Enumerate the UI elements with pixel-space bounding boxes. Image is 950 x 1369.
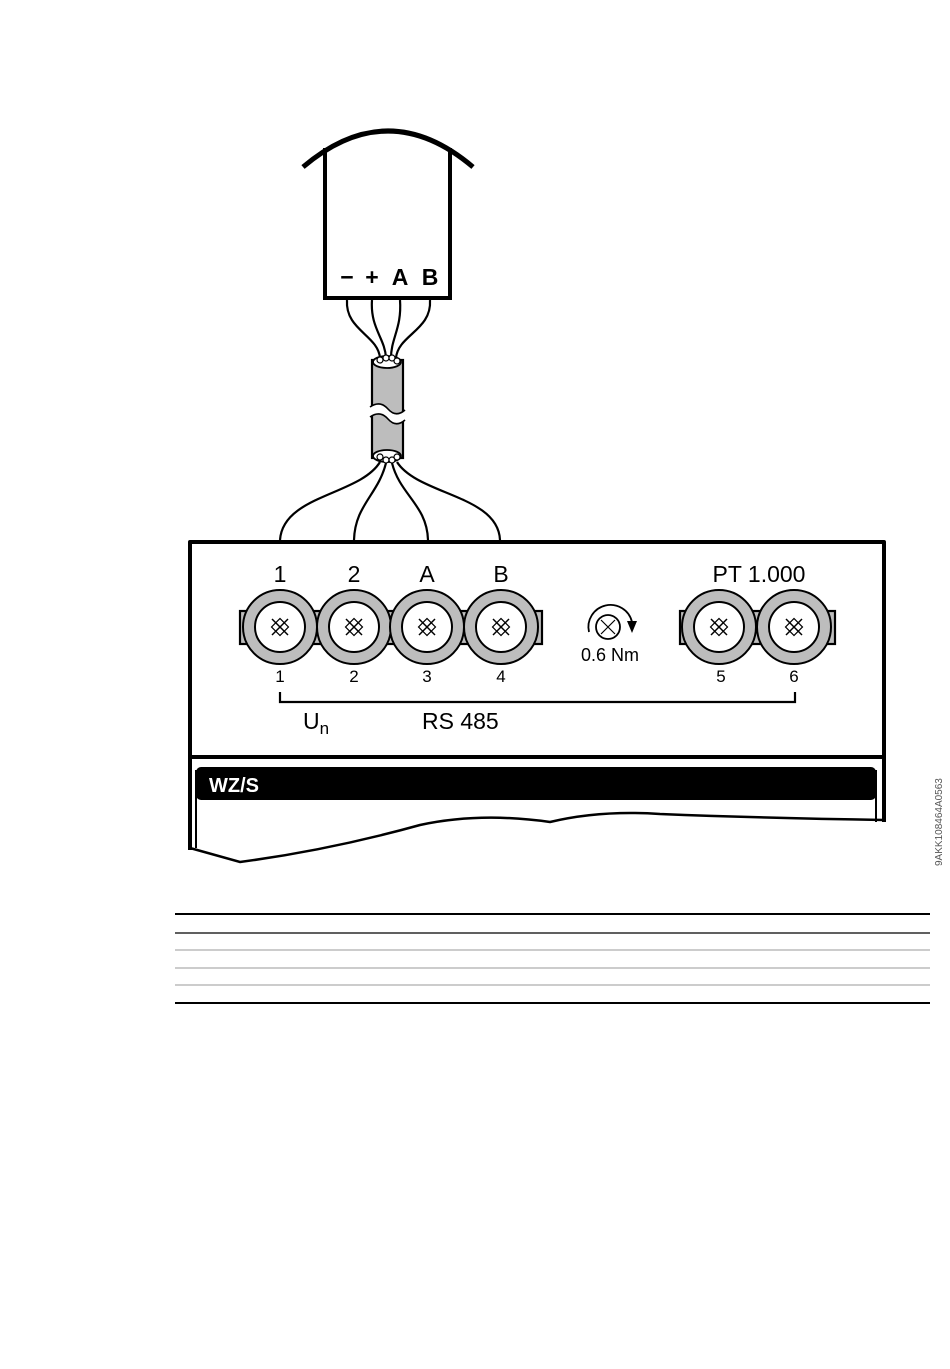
terminal-number-5: 5	[716, 667, 725, 686]
terminal-label-2: 2	[348, 561, 361, 587]
sensor-terminal-b: B	[422, 264, 439, 290]
screw-terminal-3[interactable]	[390, 590, 464, 664]
terminal-label-a: A	[419, 561, 435, 587]
sensor-terminal-plus: +	[365, 264, 378, 290]
terminal-label-1: 1	[274, 561, 287, 587]
doc-id: 9AKK108464A0563	[934, 778, 945, 866]
empty-table	[175, 914, 930, 1003]
terminal-number-4: 4	[496, 667, 505, 686]
sensor-terminal-a: A	[392, 264, 409, 290]
screw-terminal-5[interactable]	[682, 590, 756, 664]
terminal-number-6: 6	[789, 667, 798, 686]
nameplate-label: WZ/S	[209, 775, 259, 797]
cable	[370, 355, 405, 463]
screw-terminal-2[interactable]	[317, 590, 391, 664]
terminal-label-b: B	[493, 561, 508, 587]
screw-terminal-6[interactable]	[757, 590, 831, 664]
terminal-number-2: 2	[349, 667, 358, 686]
terminal-number-1: 1	[275, 667, 284, 686]
sensor-housing: − + A B	[303, 131, 473, 298]
pt-label: PT 1.000	[713, 561, 806, 587]
torque-label: 0.6 Nm	[581, 645, 639, 665]
sensor-terminal-minus: −	[340, 264, 353, 290]
screw-terminal-4[interactable]	[464, 590, 538, 664]
terminal-number-3: 3	[422, 667, 431, 686]
rs485-label: RS 485	[422, 708, 499, 734]
sensor-wires	[347, 300, 430, 358]
device-wires	[280, 462, 500, 540]
screw-terminal-1[interactable]	[243, 590, 317, 664]
nameplate-bar	[196, 767, 876, 800]
